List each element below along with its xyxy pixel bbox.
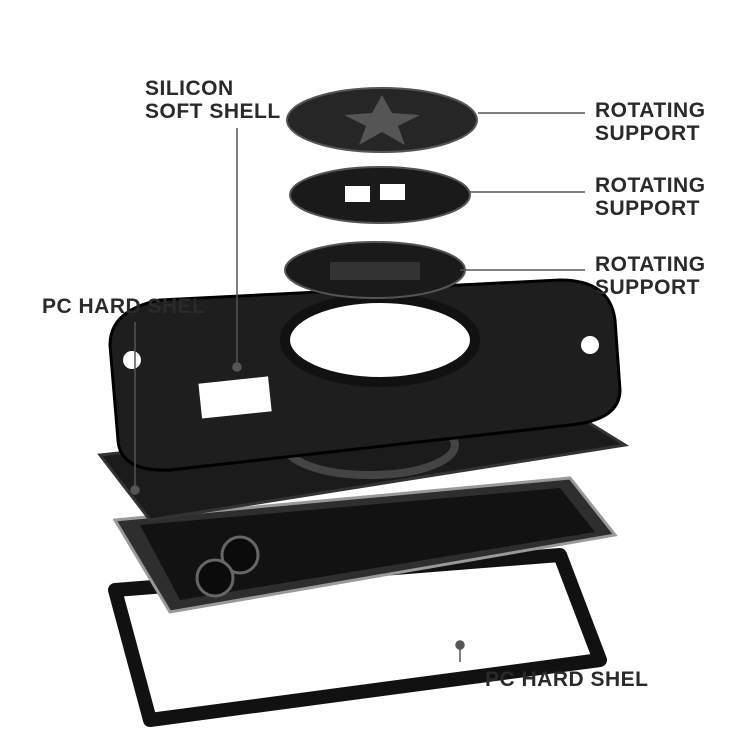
phone bbox=[112, 476, 618, 614]
pc-hard-shell-label-left: PC HARD SHEL bbox=[42, 295, 206, 318]
rotating-support-2 bbox=[289, 166, 471, 224]
pc-hard-shell-label-bottom: PC HARD SHEL bbox=[485, 668, 649, 691]
label-line: SOFT SHELL bbox=[145, 100, 281, 123]
label-line: SILICON bbox=[145, 77, 234, 100]
label-line: SUPPORT bbox=[595, 122, 701, 145]
rotating-support-3 bbox=[284, 241, 466, 299]
leader-lines bbox=[130, 112, 585, 662]
rotating-support-label-1: ROTATING SUPPORT bbox=[595, 99, 706, 145]
rotating-support-label-2: ROTATING SUPPORT bbox=[595, 174, 706, 220]
rotating-support-label-3: ROTATING SUPPORT bbox=[595, 253, 706, 299]
label-line: ROTATING bbox=[595, 174, 706, 197]
label-line: SUPPORT bbox=[595, 276, 701, 299]
silicon-soft-shell-label: SILICON SOFT SHELL bbox=[145, 77, 281, 123]
rotating-support-1 bbox=[286, 87, 478, 153]
label-line: ROTATING bbox=[595, 99, 706, 122]
label-line: ROTATING bbox=[595, 253, 706, 276]
label-line: SUPPORT bbox=[595, 197, 701, 220]
